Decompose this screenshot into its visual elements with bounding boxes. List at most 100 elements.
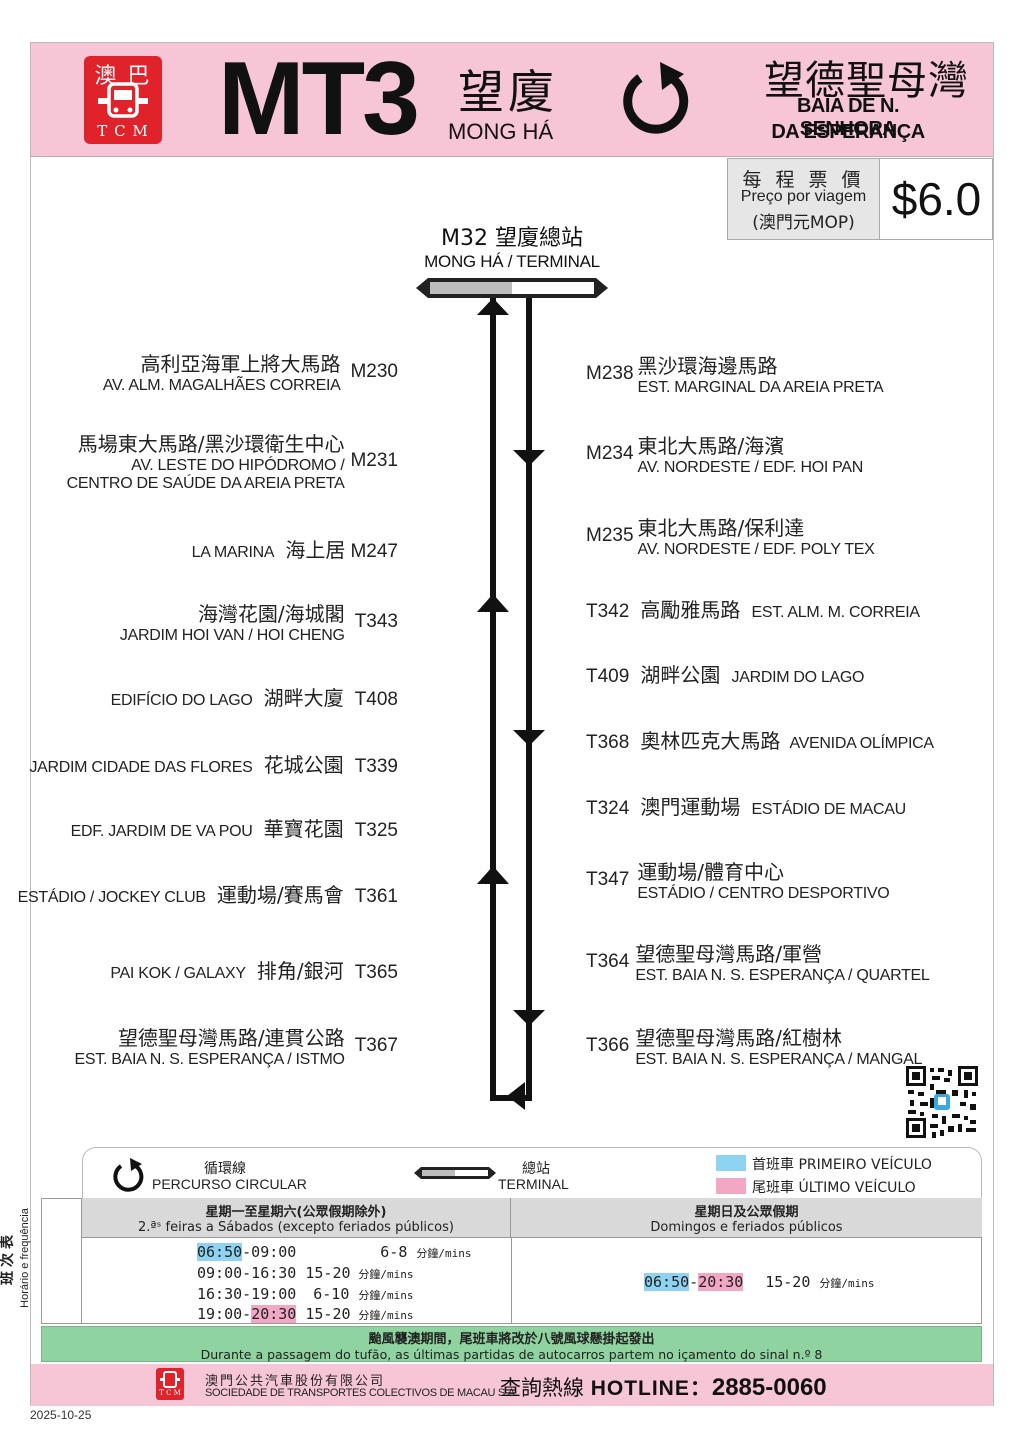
holiday-row: 06:50-20:30 15-20 分鐘/mins bbox=[644, 1273, 875, 1291]
weekday-header: 星期一至星期六(公眾假期除外) 2.ªˢ feiras a Sábados (e… bbox=[82, 1198, 511, 1238]
schedule-side-pt: Horário e frequência bbox=[19, 1208, 31, 1308]
stop-code: T367 bbox=[354, 1034, 398, 1056]
stop-code: M231 bbox=[350, 449, 398, 471]
destination-zh: 望德聖母灣 bbox=[764, 58, 969, 104]
qr-code-icon bbox=[906, 1066, 978, 1138]
fare-label-pt: Preço por viagem bbox=[740, 188, 867, 205]
schedule-side-label: 班次表 Horário e frequência bbox=[0, 1198, 82, 1324]
stop-code: M235 bbox=[586, 524, 634, 546]
company-zh: 澳門公共汽車股份有限公司 bbox=[205, 1374, 386, 1389]
stop-pt: PAI KOK / GALAXY bbox=[110, 965, 246, 982]
stop-pt: JARDIM CIDADE DAS FLORES bbox=[29, 759, 253, 776]
stop-T324: T324 澳門運動場 ESTÁDIO DE MACAU bbox=[586, 791, 906, 820]
circular-arrow-icon bbox=[623, 62, 689, 134]
stop-zh: 東北大馬路/海濱 bbox=[637, 434, 785, 458]
stop-pt: ESTÁDIO / JOCKEY CLUB bbox=[17, 889, 206, 906]
fare-label-box bbox=[727, 158, 880, 240]
hotline-label: HOTLINE： bbox=[590, 1377, 712, 1400]
weekday-zh: 星期一至星期六(公眾假期除外) bbox=[205, 1205, 387, 1220]
hotline: 查詢熱線 HOTLINE：2885-0060 bbox=[500, 1372, 827, 1402]
stop-T365: PAI KOK / GALAXY 排角/銀河 T365 bbox=[110, 955, 398, 984]
stop-zh: 高利亞海軍上將大馬路 bbox=[140, 352, 341, 376]
header-band bbox=[31, 43, 993, 157]
stop-pt: JARDIM DO LAGO bbox=[731, 669, 865, 686]
terminal-name-zh: M32 望廈總站 bbox=[441, 226, 583, 251]
stop-code: T339 bbox=[354, 756, 398, 777]
typhoon-zh: 颱風襲澳期間，尾班車將改於八號風球懸掛起發出 bbox=[368, 1332, 655, 1347]
stop-zh: 湖畔大廈 bbox=[263, 686, 344, 710]
stop-zh: 運動場/體育中心 bbox=[637, 860, 785, 884]
stop-code: T368 bbox=[586, 732, 630, 753]
route-number: MT3 bbox=[218, 41, 420, 157]
terminal-name-pt: MONG HÁ / TERMINAL bbox=[424, 252, 600, 271]
holiday-header: 星期日及公眾假期 Domingos e feriados públicos bbox=[511, 1198, 982, 1238]
stop-pt: AV. ALM. MAGALHÃES CORREIA bbox=[102, 377, 341, 394]
stop-T325: EDF. JARDIM DE VA POU 華寶花園 T325 bbox=[71, 813, 398, 842]
stop-zh: 黑沙環海邊馬路 bbox=[637, 354, 778, 378]
stop-pt: ESTÁDIO / CENTRO DESPORTIVO bbox=[637, 885, 890, 902]
stop-T361: ESTÁDIO / JOCKEY CLUB 運動場/賽馬會 T361 bbox=[18, 879, 398, 908]
stop-zh: 花城公園 bbox=[263, 753, 344, 777]
route-diagram bbox=[416, 278, 608, 1110]
fare-currency: (澳門元MOP) bbox=[752, 213, 855, 233]
bus-icon bbox=[98, 82, 148, 118]
route-line-up bbox=[477, 298, 532, 1101]
stop-T408: EDIFÍCIO DO LAGO 湖畔大廈 T408 bbox=[111, 682, 398, 711]
stop-code: M230 bbox=[350, 360, 398, 382]
stop-M247: LA MARINA 海上居 M247 bbox=[192, 534, 398, 563]
stop-T364: T364 望德聖母灣馬路/軍營 EST. BAIA N. S. ESPERANÇ… bbox=[586, 938, 930, 985]
weekday-row-2: 09:00-16:30 15-20 分鐘/mins bbox=[197, 1264, 414, 1282]
stop-code: T365 bbox=[354, 962, 398, 983]
legend-circular-pt: PERCURSO CIRCULAR bbox=[152, 1176, 307, 1192]
hotline-zh: 查詢熱線 bbox=[500, 1376, 584, 1400]
fare-box bbox=[727, 158, 993, 240]
hotline-number[interactable]: 2885-0060 bbox=[711, 1374, 827, 1401]
last-bus-swatch bbox=[716, 1178, 746, 1194]
weekday-row-1: 06:50-09:00 6-8 分鐘/mins bbox=[197, 1243, 472, 1261]
stop-zh: 海上居 bbox=[285, 538, 346, 562]
legend-box bbox=[82, 1147, 982, 1199]
stop-T409: T409 湖畔公園 JARDIM DO LAGO bbox=[586, 659, 865, 688]
holiday-pt: Domingos e feriados públicos bbox=[650, 1220, 843, 1235]
stop-pt: ESTÁDIO DE MACAU bbox=[751, 801, 907, 818]
print-date: 2025-10-25 bbox=[30, 1408, 92, 1422]
stop-pt: AVENIDA OLÍMPICA bbox=[789, 735, 935, 752]
typhoon-notice: 颱風襲澳期間，尾班車將改於八號風球懸掛起發出 Durante a passage… bbox=[41, 1326, 982, 1362]
origin-pt: MONG HÁ bbox=[448, 119, 554, 144]
typhoon-pt: Durante a passagem do tufão, as últimas … bbox=[200, 1347, 823, 1362]
stop-code: T324 bbox=[586, 798, 630, 819]
weekday-pt: 2.ªˢ feiras a Sábados (excepto feriados … bbox=[138, 1220, 454, 1235]
fare-amount: $6.0 bbox=[891, 173, 982, 225]
stop-code: M234 bbox=[586, 442, 634, 464]
stop-T347: T347 運動場/體育中心 ESTÁDIO / CENTRO DESPORTIV… bbox=[586, 856, 890, 903]
company-pt: SOCIEDADE DE TRANSPORTES COLECTIVOS DE M… bbox=[205, 1387, 518, 1399]
legend-terminal-zh: 總站 bbox=[522, 1161, 550, 1177]
weekday-row-3: 16:30-19:00 6-10 分鐘/mins bbox=[197, 1285, 414, 1303]
stop-zh: 高勵雅馬路 bbox=[640, 598, 741, 622]
destination-pt-line1: BAÍA DE N. SENHORA bbox=[796, 95, 900, 140]
stop-M230: 高利亞海軍上將大馬路 AV. ALM. MAGALHÃES CORREIA M2… bbox=[103, 348, 398, 395]
stop-zh: 馬場東大馬路/黑沙環衛生中心 bbox=[77, 432, 345, 456]
stop-pt: EDF. JARDIM DE VA POU bbox=[70, 823, 253, 840]
stop-T343: 海灣花園/海城閣 JARDIM HOI VAN / HOI CHENG T343 bbox=[120, 598, 398, 645]
stop-T367: 望德聖母灣馬路/連貫公路 EST. BAIA N. S. ESPERANÇA /… bbox=[75, 1022, 399, 1069]
terminal-marker bbox=[416, 278, 608, 298]
stop-code: T408 bbox=[354, 689, 398, 710]
fare-label-zh: 每 程 票 價 bbox=[742, 169, 865, 191]
stop-pt: AV. NORDESTE / EDF. HOI PAN bbox=[637, 459, 864, 476]
stop-M231: 馬場東大馬路/黑沙環衛生中心 AV. LESTE DO HIPÓDROMO / … bbox=[67, 428, 398, 493]
stop-zh: 運動場/賽馬會 bbox=[216, 883, 344, 907]
stop-code: T361 bbox=[354, 886, 398, 907]
terminal-legend-icon bbox=[414, 1167, 496, 1179]
stop-code: T343 bbox=[354, 610, 398, 632]
logo-bottom-text: T C M bbox=[97, 122, 149, 140]
stop-M235: M235 東北大馬路/保利達 AV. NORDESTE / EDF. POLY … bbox=[586, 512, 875, 559]
footer-logo-text: T C M bbox=[159, 1389, 181, 1397]
tcm-logo: 澳 巴 T C M bbox=[84, 56, 162, 144]
stop-T366: T366 望德聖母灣馬路/紅樹林 EST. BAIA N. S. ESPERAN… bbox=[586, 1022, 922, 1069]
stop-code: T366 bbox=[586, 1034, 630, 1056]
stop-pt: EDIFÍCIO DO LAGO bbox=[110, 692, 253, 709]
stop-zh: 東北大馬路/保利達 bbox=[637, 516, 805, 540]
circular-route-icon bbox=[113, 1158, 144, 1192]
stop-zh: 望德聖母灣馬路/軍營 bbox=[635, 942, 823, 966]
